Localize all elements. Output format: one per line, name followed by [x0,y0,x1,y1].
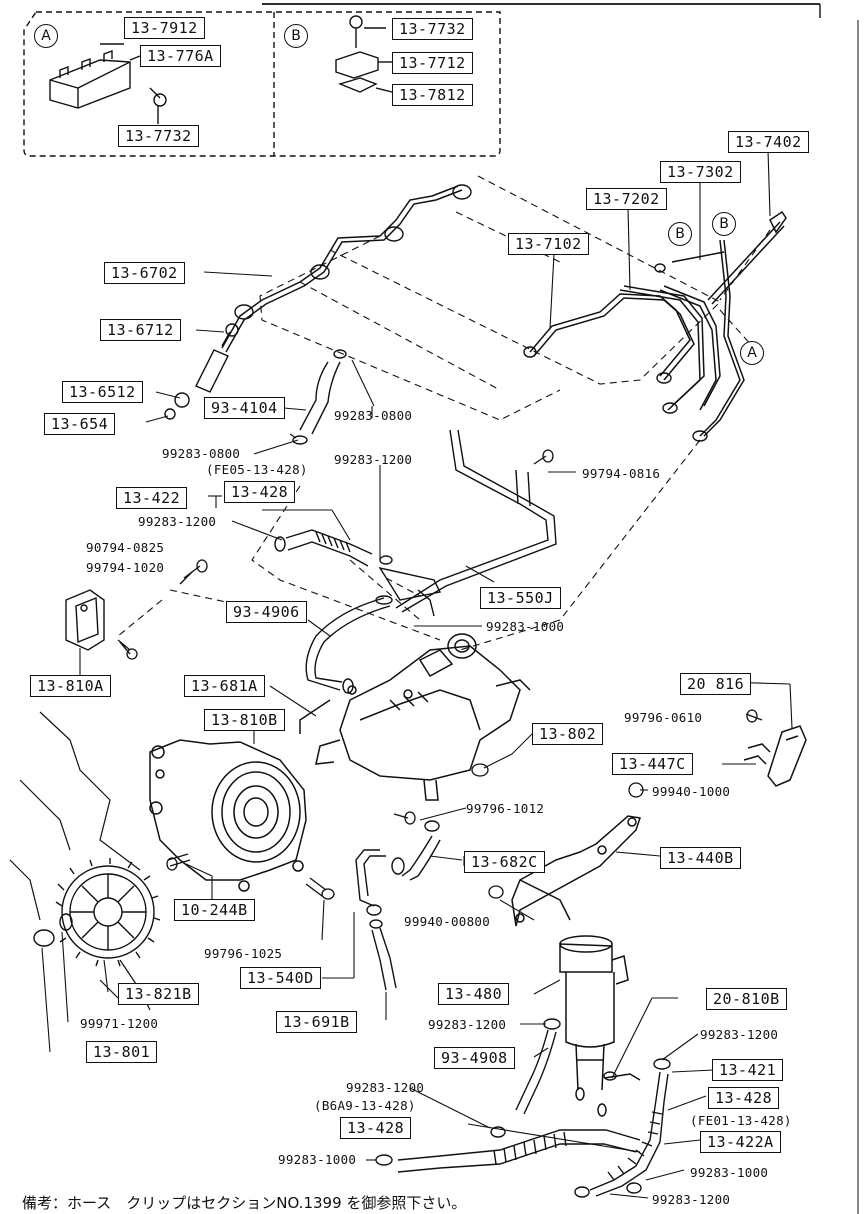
return-pipe-13-550J [378,429,557,617]
label-b6a9: (B6A9-13-428) [314,1098,416,1113]
bolts [117,449,763,900]
label-99940-00800: 99940-00800 [404,914,491,929]
callout-13-7302: 13-7302 [660,161,741,183]
timing-sprocket [55,858,161,967]
callout-13-810B: 13-810B [204,709,285,731]
label-99796-1025: 99796-1025 [204,946,283,961]
inset-marker-b: B [284,24,308,48]
label-99283-0800-a: 99283-0800 [334,408,413,423]
callout-20-810B: 20-810B [706,988,787,1010]
return-hose-13-428 [274,529,393,567]
callout-13-7102: 13-7102 [508,233,589,255]
fuel-hoses-pump [355,820,441,991]
callout-13-6512: 13-6512 [62,381,143,403]
callout-93-4906: 93-4906 [226,601,307,623]
label-fe01: (FE01-13-428) [690,1113,792,1128]
fuel-filter [559,935,629,1117]
marker-a-1: A [740,341,764,365]
callout-13-440B: 13-440B [660,847,741,869]
pipe-nuts [234,184,708,442]
callout-13-428-right: 13-428 [708,1087,780,1109]
callout-13-7712: 13-7712 [392,52,473,74]
callout-13-421: 13-421 [712,1059,784,1081]
injection-pump [299,633,531,801]
filter-hoses [375,1018,671,1198]
callout-13-480: 13-480 [438,983,510,1005]
label-99283-1200-a: 99283-1200 [334,452,413,467]
callout-13-691B: 13-691B [276,1011,357,1033]
callout-13-6702: 13-6702 [104,262,185,284]
callout-13-776A: 13-776A [140,45,221,67]
label-99971-1200: 99971-1200 [80,1016,159,1031]
label-99940-1000: 99940-1000 [652,784,731,799]
callout-13-550J: 13-550J [480,587,561,609]
callout-13-540D: 13-540D [240,967,321,989]
hose-93-4104 [292,349,347,445]
label-99283-1200-b: 99283-1200 [138,514,217,529]
callout-13-7812: 13-7812 [392,84,473,106]
bracket-13-810A [65,571,193,655]
label-99283-1200-d: 99283-1200 [700,1027,779,1042]
bracket-13-440B [511,815,641,927]
pump-bracket-13-810B [149,739,307,892]
footnote: 備考：ホース クリップはセクションNO.1399 を御参照下さい。 [22,1194,467,1212]
callout-13-7402: 13-7402 [728,131,809,153]
label-99283-1200-e: 99283-1200 [346,1080,425,1095]
callout-13-801: 13-801 [86,1041,158,1063]
label-99796-1012: 99796-1012 [466,801,545,816]
callout-13-428-bottom: 13-428 [340,1117,412,1139]
callout-13-447C: 13-447C [612,753,693,775]
callout-13-654: 13-654 [44,413,116,435]
label-fe05: (FE05-13-428) [206,462,308,477]
label-99283-1200-f: 99283-1200 [652,1192,731,1207]
callout-20-816: 20 816 [680,673,752,695]
label-99283-1000-c: 99283-1000 [690,1165,769,1180]
callout-13-681A: 13-681A [184,675,265,697]
callout-13-7202: 13-7202 [586,188,667,210]
marker-b-1: B [668,222,692,246]
callout-13-7732-a: 13-7732 [118,125,199,147]
label-99283-1000-b: 99283-1000 [278,1152,357,1167]
callout-93-4908: 93-4908 [434,1047,515,1069]
bracket-20-816 [743,725,807,787]
callout-10-244B: 10-244B [174,899,255,921]
callout-13-6712: 13-6712 [100,319,181,341]
callout-13-7912: 13-7912 [124,17,205,39]
inset-marker-a: A [34,24,58,48]
inset-a-clamp [49,43,167,124]
label-99283-1000-a: 99283-1000 [486,619,565,634]
callout-13-422A: 13-422A [700,1131,781,1153]
callout-13-422: 13-422 [116,487,188,509]
inset-frame [23,11,501,157]
label-99283-0800-b: 99283-0800 [162,446,241,461]
callout-13-802: 13-802 [532,723,604,745]
engine-outline [9,711,151,1011]
hose-93-4906 [305,595,393,694]
callout-13-810A: 13-810A [30,675,111,697]
callout-93-4104: 93-4104 [204,397,285,419]
callout-13-428-top: 13-428 [224,481,296,503]
label-99794-0816: 99794-0816 [582,466,661,481]
injector-nozzle [164,323,239,420]
label-99796-0610: 99796-0610 [624,710,703,725]
injection-pipes [221,185,787,437]
callout-13-821B: 13-821B [118,983,199,1005]
callout-13-682C: 13-682C [464,851,545,873]
label-99283-1200-c: 99283-1200 [428,1017,507,1032]
callout-13-7732-b: 13-7732 [392,18,473,40]
label-90794-0825: 90794-0825 [86,540,165,555]
leader-lines [41,149,793,1199]
sprocket-nut [33,913,73,947]
label-99794-1020: 99794-1020 [86,560,165,575]
inset-b-clamp [335,15,393,93]
marker-b-2: B [712,212,736,236]
